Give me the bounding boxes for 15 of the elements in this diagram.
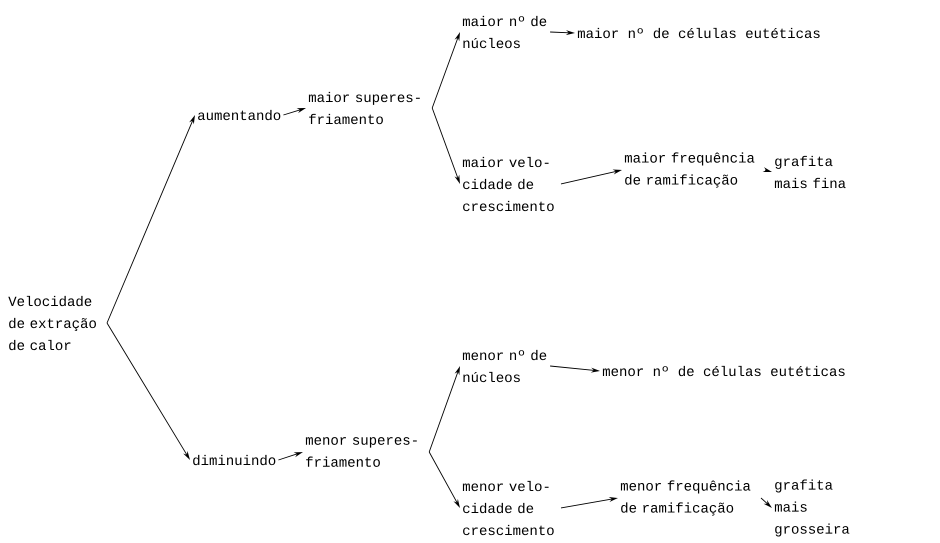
- text-label: grafita mais fina: [774, 156, 846, 188]
- text-label: grafita mais grosseira: [774, 479, 850, 537]
- text-label: diminuindo: [193, 454, 276, 466]
- text-label: maior frequência de ramificação: [624, 152, 754, 188]
- text-label: aumentando: [198, 110, 280, 120]
- text-label: menor nº de células eutéticas: [602, 366, 845, 376]
- text-label: maior velo- cidade de crescimento: [462, 156, 554, 212]
- text-label: menor velo- cidade de crescimento: [462, 480, 554, 536]
- text-label: Velocidade de extração de calor: [8, 296, 96, 350]
- text-label: menor superes- friamento: [306, 437, 417, 467]
- text-label: menor nº de núcleos: [462, 350, 546, 382]
- text-label: maior nº de células eutéticas: [578, 28, 820, 38]
- text-label: maior superes- friamento: [308, 92, 420, 124]
- text-label: maior nº de núcleos: [462, 16, 546, 48]
- text-label: menor frequência de ramificação: [620, 480, 750, 516]
